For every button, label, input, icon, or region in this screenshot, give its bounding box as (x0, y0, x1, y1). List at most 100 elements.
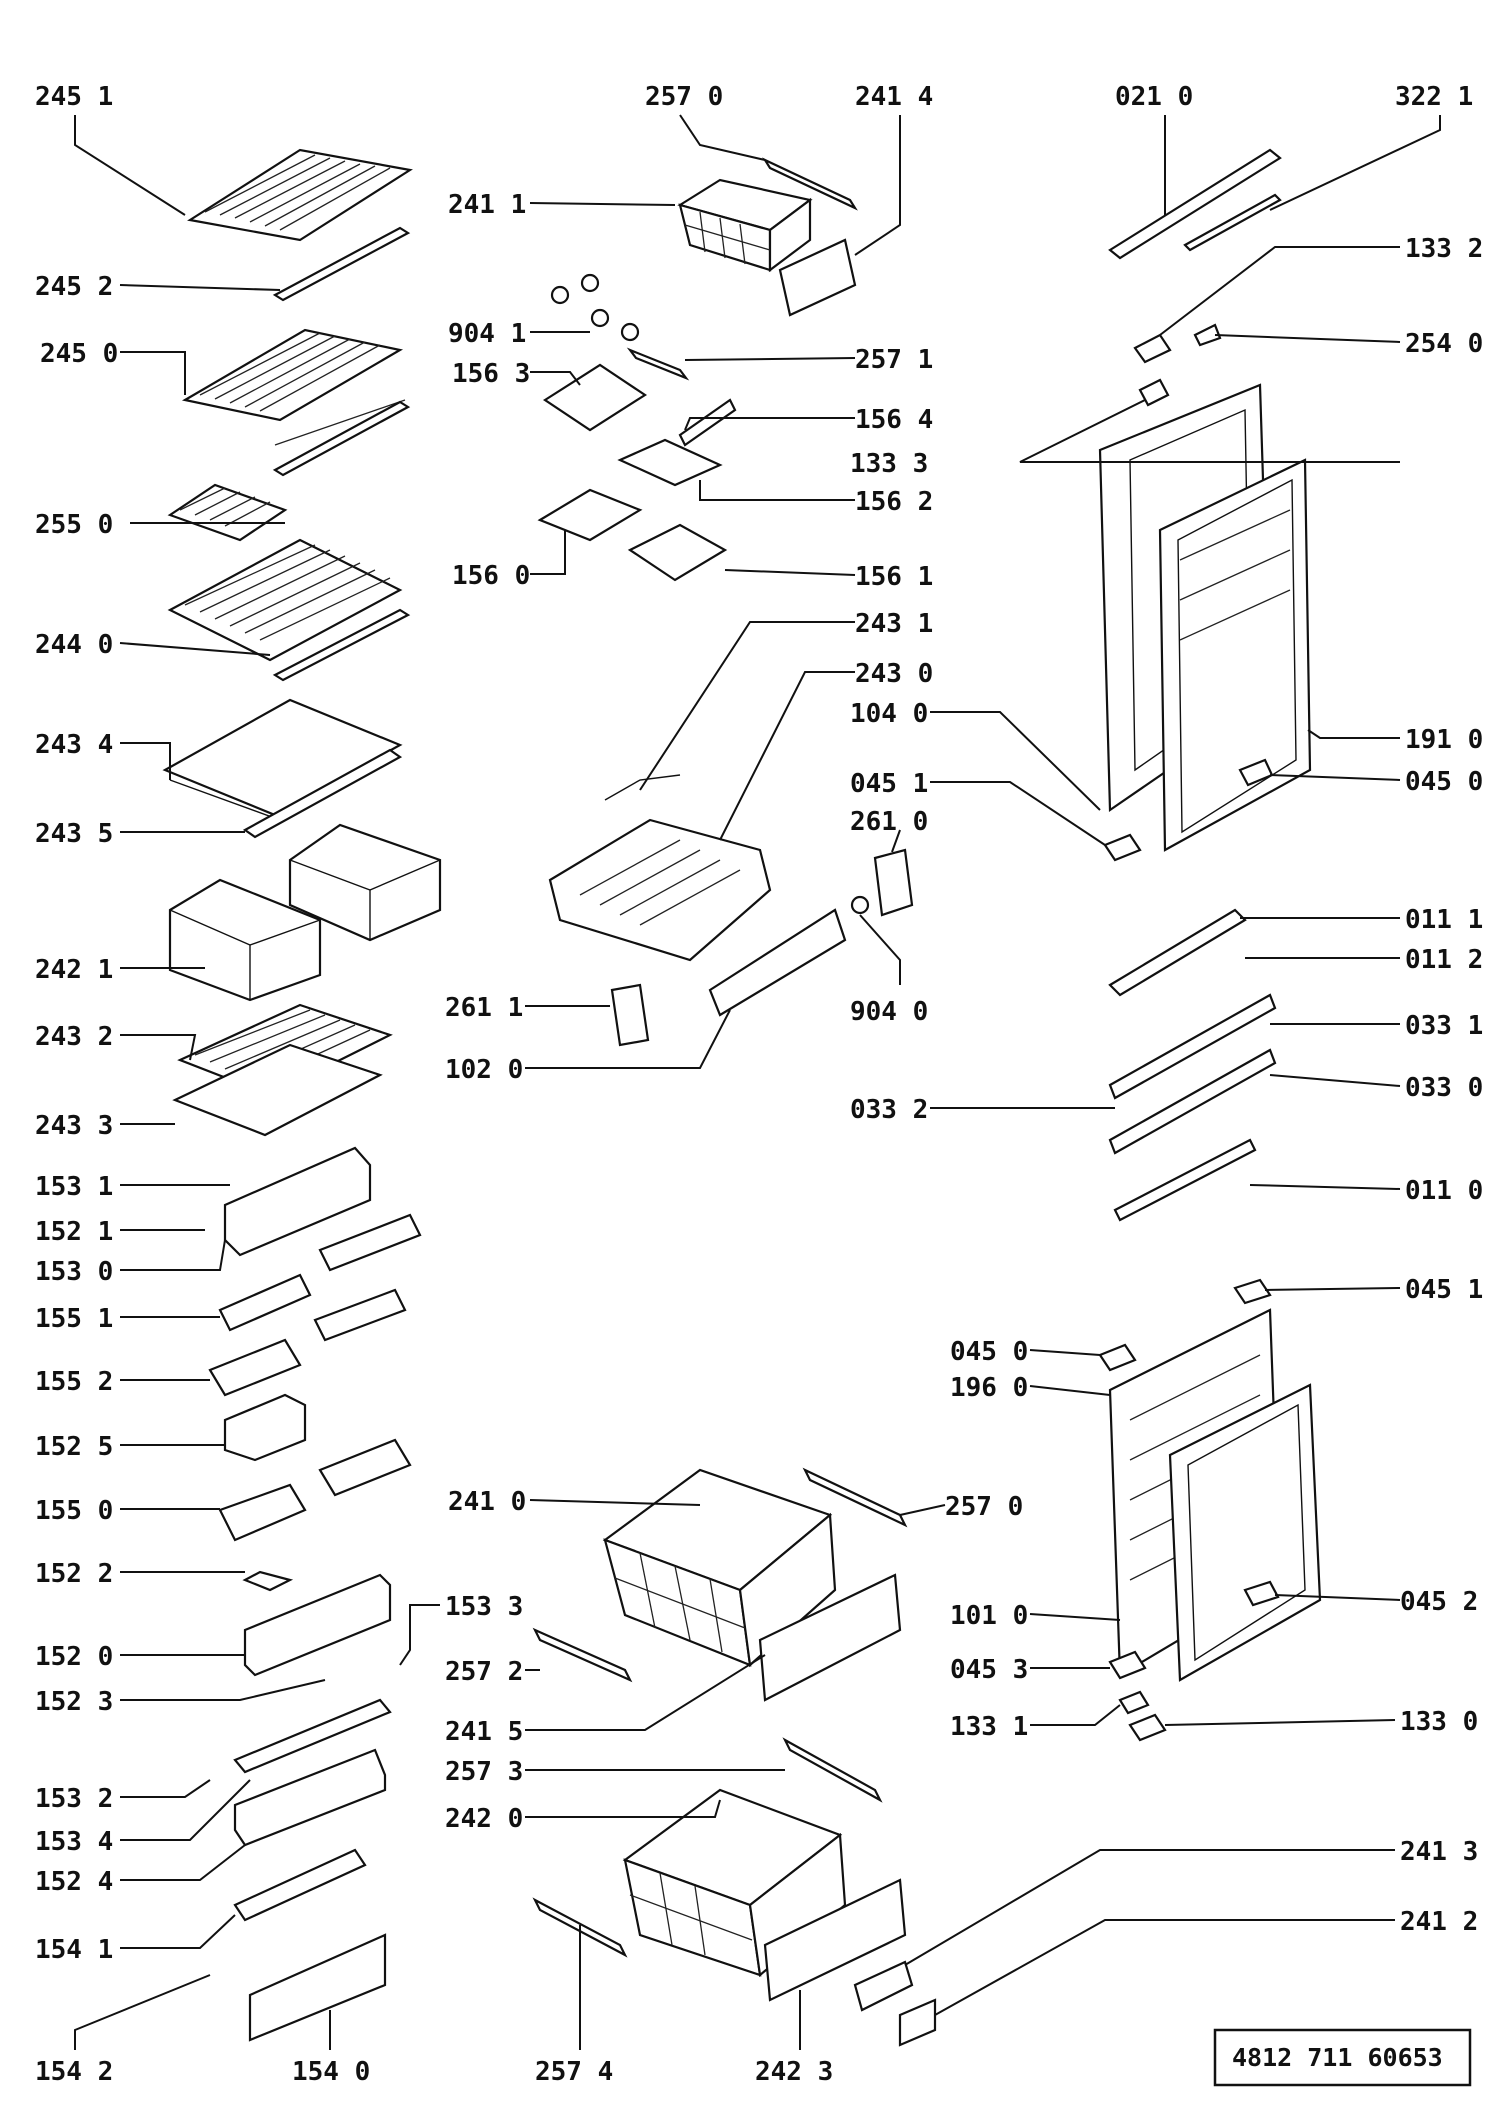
hinge-133-1 (1118, 1690, 1150, 1715)
crisper-242-1 (168, 823, 442, 1002)
callout-243-3: 243 3 (35, 1111, 113, 1141)
callout-045-3: 045 3 (950, 1655, 1028, 1685)
callout-245-0: 245 0 (40, 339, 118, 369)
cap-045-3 (1108, 1650, 1147, 1680)
callout-242-3: 242 3 (755, 2057, 833, 2087)
callout-243-1: 243 1 (855, 609, 933, 639)
callout-191-0: 191 0 (1405, 725, 1483, 755)
callout-labels: 245 1 245 2 245 0 255 0 244 0 243 4 243 … (35, 82, 1483, 2087)
strip-033-0 (1108, 1048, 1277, 1155)
callout-152-1: 152 1 (35, 1217, 113, 1247)
drawer-243-0 (548, 818, 772, 962)
callout-257-1: 257 1 (855, 345, 933, 375)
callout-156-2: 156 2 (855, 487, 933, 517)
freezer-basket-241-0 (602, 1468, 837, 1668)
callout-154-1: 154 1 (35, 1935, 113, 1965)
callout-102-0: 102 0 (445, 1055, 523, 1085)
cap-045-1-top (1103, 833, 1142, 862)
tray-156-2 (617, 438, 723, 487)
callout-245-2: 245 2 (35, 272, 113, 302)
rail-257-3 (782, 1737, 883, 1803)
callout-241-5: 241 5 (445, 1717, 523, 1747)
callout-033-2: 033 2 (850, 1095, 928, 1125)
front-102-0 (708, 908, 847, 1017)
callout-045-2: 045 2 (1400, 1587, 1478, 1617)
callout-153-1: 153 1 (35, 1172, 113, 1202)
callout-152-4: 152 4 (35, 1867, 113, 1897)
fitting-904-0 (850, 895, 870, 915)
callout-243-0: 243 0 (855, 659, 933, 689)
rail-257-0-mid (802, 1467, 908, 1528)
callout-243-2: 243 2 (35, 1022, 113, 1052)
document-number-box: 4812 711 60653 (1213, 2028, 1472, 2087)
tray-156-0 (537, 488, 643, 542)
callout-153-0: 153 0 (35, 1257, 113, 1287)
callout-154-2: 154 2 (35, 2057, 113, 2087)
callout-152-2: 152 2 (35, 1559, 113, 1589)
callout-243-4: 243 4 (35, 730, 113, 760)
wire-shelf-244-0 (167, 538, 411, 682)
callout-045-1-bot: 045 1 (1405, 1275, 1483, 1305)
callout-322-1: 322 1 (1395, 82, 1473, 112)
callout-152-3: 152 3 (35, 1687, 113, 1717)
handle-241-3 (853, 1960, 914, 2012)
part-drawings (162, 148, 1322, 2047)
callout-045-0-bot: 045 0 (950, 1337, 1028, 1367)
callout-153-3: 153 3 (445, 1592, 523, 1622)
hinge-133-3 (1138, 378, 1170, 407)
callout-257-0-mid: 257 0 (945, 1492, 1023, 1522)
callout-241-0: 241 0 (448, 1487, 526, 1517)
callout-153-2: 153 2 (35, 1784, 113, 1814)
tray-156-1 (627, 523, 728, 582)
callout-045-1-top: 045 1 (850, 769, 928, 799)
door-bins-left (208, 1146, 422, 2042)
guide-rail-257-0-top (762, 157, 858, 211)
callout-153-4: 153 4 (35, 1827, 113, 1857)
callout-904-0: 904 0 (850, 997, 928, 1027)
shelf-trim-243-5 (242, 748, 403, 839)
hinge-133-0 (1128, 1713, 1167, 1742)
callout-261-0: 261 0 (850, 807, 928, 837)
rail-257-2 (532, 1627, 633, 1683)
callout-257-4: 257 4 (535, 2057, 613, 2087)
callout-241-2: 241 2 (1400, 1907, 1478, 1937)
bracket-261-0 (873, 848, 914, 917)
callout-245-1: 245 1 (35, 82, 113, 112)
hinge-133-2 (1133, 333, 1172, 364)
wire-shelf-245-0 (181, 328, 411, 477)
callout-021-0: 021 0 (1115, 82, 1193, 112)
callout-904-1: 904 1 (448, 319, 526, 349)
callout-155-1: 155 1 (35, 1304, 113, 1334)
strip-011-1 (1108, 908, 1247, 997)
callout-244-0: 244 0 (35, 630, 113, 660)
small-parts-904-1 (550, 273, 640, 342)
callout-241-3: 241 3 (1400, 1837, 1478, 1867)
callout-133-3: 133 3 (850, 449, 928, 479)
callout-045-0-top: 045 0 (1405, 767, 1483, 797)
callout-154-0: 154 0 (292, 2057, 370, 2087)
callout-155-0: 155 0 (35, 1496, 113, 1526)
callout-257-0-top: 257 0 (645, 82, 723, 112)
callout-033-1: 033 1 (1405, 1011, 1483, 1041)
wire-243-1 (604, 774, 681, 801)
guide-257-1 (626, 347, 690, 381)
callout-101-0: 101 0 (950, 1601, 1028, 1631)
callout-133-2: 133 2 (1405, 234, 1483, 264)
strip-011-0 (1113, 1138, 1257, 1222)
callout-196-0: 196 0 (950, 1373, 1028, 1403)
holder-156-4 (678, 398, 737, 447)
cap-254-0 (1193, 323, 1222, 347)
front-panel-241-4 (778, 238, 857, 317)
callout-257-3: 257 3 (445, 1757, 523, 1787)
leader-lines (74, 114, 1441, 2050)
callout-011-0: 011 0 (1405, 1176, 1483, 1206)
wire-shelf-255-0 (167, 483, 288, 542)
callout-152-5: 152 5 (35, 1432, 113, 1462)
callout-156-3: 156 3 (452, 359, 530, 389)
callout-242-1: 242 1 (35, 955, 113, 985)
document-number: 4812 711 60653 (1232, 2043, 1443, 2072)
label-241-2 (898, 1998, 937, 2047)
callout-133-0: 133 0 (1400, 1707, 1478, 1737)
callout-152-0: 152 0 (35, 1642, 113, 1672)
